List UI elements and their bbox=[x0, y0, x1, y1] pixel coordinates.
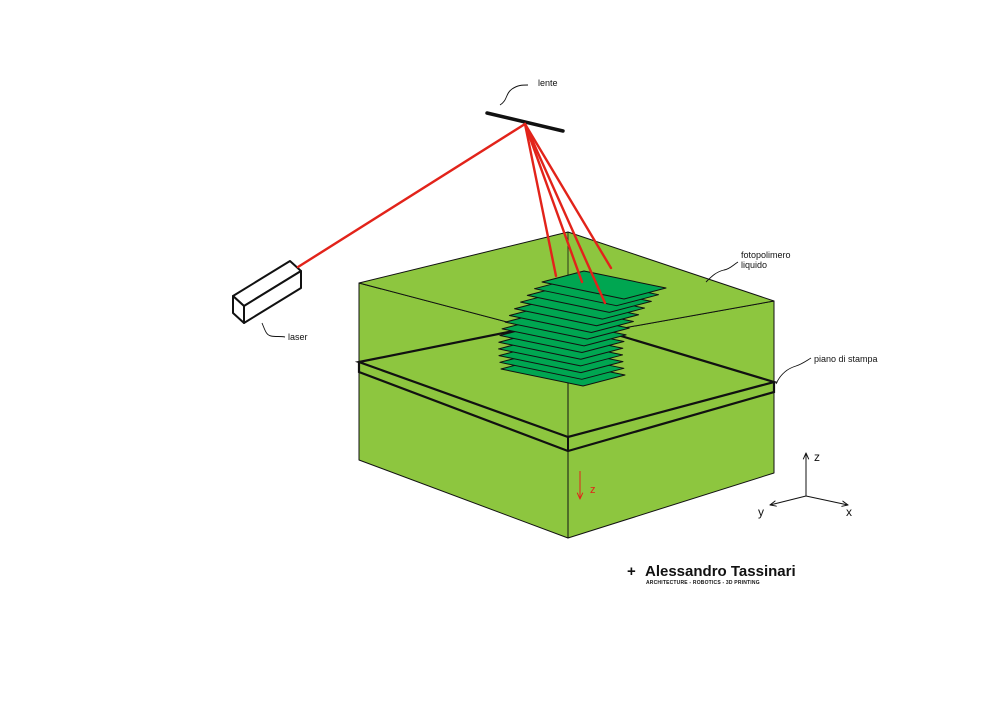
brand-name: Alessandro Tassinari bbox=[645, 563, 796, 580]
resin-label: fotopolimero bbox=[741, 250, 791, 260]
z-motion-arrow: z bbox=[580, 471, 596, 499]
brand-tagline: ARCHITECTURE - ROBOTICS - 3D PRINTING bbox=[646, 580, 760, 586]
axis-x-label: x bbox=[846, 505, 852, 519]
build-plate-label: piano di stampa bbox=[814, 354, 878, 364]
resin-label-line2: liquido bbox=[741, 260, 767, 270]
printed-layers bbox=[498, 270, 667, 387]
lens-label: lente bbox=[538, 78, 558, 88]
build-plate bbox=[354, 318, 779, 453]
laser-beams bbox=[296, 122, 613, 305]
z-motion-label: z bbox=[590, 484, 596, 496]
xyz-axes-icon bbox=[770, 453, 848, 505]
brand-logo: + Alessandro Tassinari ARCHITECTURE - RO… bbox=[627, 563, 796, 586]
laser-label: laser bbox=[288, 332, 308, 342]
brand-plus: + bbox=[627, 563, 636, 580]
axis-z-label: z bbox=[814, 450, 820, 464]
printed-layer bbox=[541, 270, 667, 300]
laser-emitter-icon bbox=[232, 260, 302, 324]
lens-icon bbox=[485, 111, 565, 133]
axis-y-label: y bbox=[758, 505, 764, 519]
callout-lines bbox=[261, 84, 812, 385]
